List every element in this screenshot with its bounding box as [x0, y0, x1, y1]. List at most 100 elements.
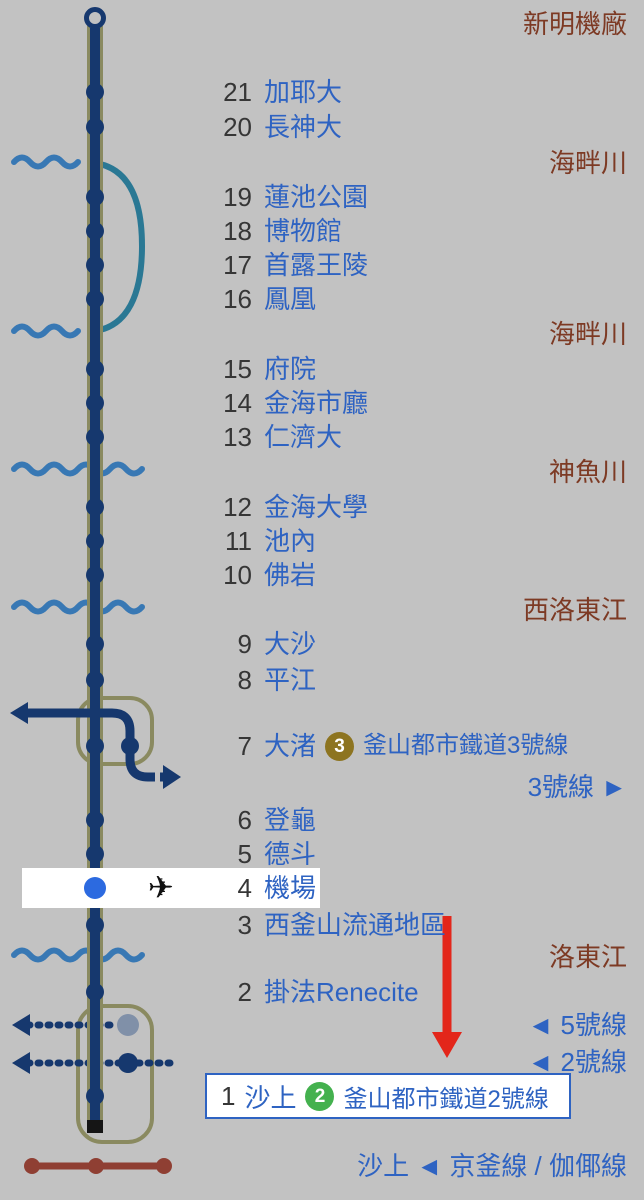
station-dot-3 [86, 916, 104, 934]
station-number: 7 [237, 731, 252, 761]
station-name-wrap: 佛岩 [264, 558, 316, 592]
station-row-15: 15 府院 [0, 352, 644, 386]
line-link-1[interactable]: ◄ 5號線 [527, 1010, 627, 1040]
station-name-link[interactable]: 博物館 [264, 216, 343, 246]
railway-sasang-dot [88, 1158, 104, 1174]
line2-badge-icon: 2 [305, 1081, 335, 1111]
line-link-2[interactable]: ◄ 2號線 [527, 1047, 627, 1077]
station-dot-19 [86, 188, 104, 206]
station-number: 12 [223, 492, 252, 522]
station-number: 4 [237, 873, 252, 903]
station-row-18: 18 博物館 [0, 214, 644, 248]
station-name-link[interactable]: 金海市廳 [264, 388, 369, 418]
transfer-line-link[interactable]: 釜山都市鐵道2號線 [343, 1085, 549, 1113]
station-number: 21 [223, 77, 252, 107]
station-name-link[interactable]: 金海大學 [264, 492, 369, 522]
station-name-link[interactable]: 佛岩 [264, 560, 317, 590]
station-dot-21 [86, 83, 104, 101]
station-number: 17 [223, 250, 252, 280]
station-number: 1 [221, 1080, 236, 1111]
station-name-link[interactable]: 掛法Renecite [264, 977, 419, 1007]
river-label-1: 海畔川 [548, 319, 627, 349]
station-name-link[interactable]: 機場 [264, 873, 317, 903]
station-dot-17 [86, 256, 104, 274]
river-wave-west-nakdong [11, 599, 145, 615]
line2-station-dot [118, 1053, 138, 1073]
station-name-link[interactable]: 長神大 [264, 112, 343, 142]
station-name-link[interactable]: 大沙 [264, 629, 317, 659]
station-number: 15 [223, 354, 252, 384]
station-name-wrap: 平江 [264, 663, 316, 697]
line3-arrow-right-icon [163, 765, 181, 789]
station-name-link[interactable]: 德斗 [264, 839, 317, 869]
station-name-link[interactable]: 平江 [264, 665, 317, 695]
station-number: 18 [223, 216, 252, 246]
river-label-2: 神魚川 [548, 457, 627, 487]
river-wave-sineo [11, 461, 145, 477]
station-dot-2 [86, 983, 104, 1001]
station-name-wrap: 金海市廳 [264, 386, 368, 420]
station-dot-15 [86, 360, 104, 378]
daejeo-line3-station-dot [121, 737, 139, 755]
transfer-line-link[interactable]: 釜山都市鐵道3號線 [363, 732, 569, 759]
river-wave-haeban-lower [11, 323, 81, 339]
sasang-interchange-outline [76, 1004, 154, 1144]
river-label-0: 海畔川 [548, 148, 627, 178]
railway-footer-label[interactable]: 沙上 ◄ 京釜線 / 伽倻線 [357, 1151, 627, 1181]
station-dot-20 [86, 118, 104, 136]
station-name-link[interactable]: 登龜 [264, 805, 317, 835]
station-row-7: 7 大渚 3 釜山都市鐵道3號線 [0, 729, 644, 763]
station-name-link[interactable]: 府院 [264, 354, 317, 384]
station-name-link[interactable]: 蓮池公園 [264, 182, 369, 212]
station-number: 19 [223, 182, 252, 212]
station-row-3: 3 西釜山流通地區 [0, 908, 644, 942]
station-name-link[interactable]: 池內 [264, 526, 317, 556]
station-name-link[interactable]: 仁濟大 [264, 422, 343, 452]
station-dot-16 [86, 290, 104, 308]
railway-end-dot-right [156, 1158, 172, 1174]
station-name-link[interactable]: 沙上 [244, 1082, 297, 1113]
station-dot-6 [86, 811, 104, 829]
station-row-17: 17 首露王陵 [0, 248, 644, 282]
station-name-wrap: 大渚 3 釜山都市鐵道3號線 [264, 729, 568, 763]
terminal-station-sasang-box[interactable]: 1 沙上 2 釜山都市鐵道2號線 [205, 1073, 571, 1119]
daejeo-interchange-outline [76, 696, 154, 766]
line-link-0[interactable]: 3號線 ► [527, 772, 627, 802]
station-name-link[interactable]: 大渚 [264, 731, 317, 761]
station-row-8: 8 平江 [0, 663, 644, 697]
station-dot-10 [86, 566, 104, 584]
station-number: 8 [237, 665, 252, 695]
river-loop-haeban [92, 160, 146, 334]
station-name-wrap: 蓮池公園 [264, 180, 368, 214]
station-dot-14 [86, 394, 104, 412]
station-name-wrap: 機場 [264, 871, 316, 905]
river-wave-nakdong [11, 947, 145, 963]
station-number: 6 [237, 805, 252, 835]
station-dot-7 [86, 737, 104, 755]
river-label-3: 西洛東江 [522, 595, 627, 625]
station-dot-5 [86, 845, 104, 863]
station-name-wrap: 博物館 [264, 214, 342, 248]
station-name-link[interactable]: 西釜山流通地區 [264, 910, 447, 940]
station-name-wrap: 池內 [264, 524, 316, 558]
station-name-link[interactable]: 加耶大 [264, 77, 343, 107]
station-dot-13 [86, 428, 104, 446]
station-number: 3 [237, 910, 252, 940]
station-name-link[interactable]: 鳳凰 [264, 284, 317, 314]
station-dot-9 [86, 635, 104, 653]
station-dot-8 [86, 671, 104, 689]
station-name-wrap: 加耶大 [264, 75, 342, 109]
line-end-marker [87, 1120, 103, 1133]
station-name-link[interactable]: 首露王陵 [264, 250, 369, 280]
station-row-21: 21 加耶大 [0, 75, 644, 109]
line3-badge-icon: 3 [325, 731, 355, 761]
